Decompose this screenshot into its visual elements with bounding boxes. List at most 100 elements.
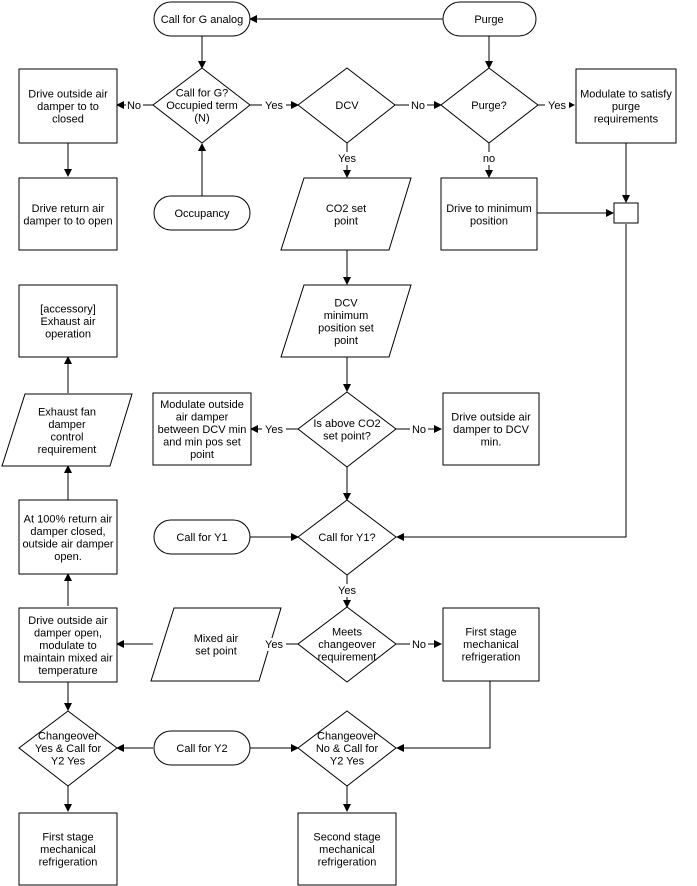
label-line: Occupied term [166,100,238,112]
label-line: damper to to open [23,215,112,227]
label-line: Call for Y2 [176,743,227,755]
label-line: Second stage [313,832,380,844]
edge-label-no-left: No [127,100,141,112]
process-drive-oa-open [18,607,118,683]
label-line: refrigeration [318,857,377,869]
edge-label-yes-dcv: Yes [338,153,356,165]
label-line: First stage [465,627,516,639]
label-occupancy: Occupancy [174,208,230,220]
label-line: air damper [176,412,229,424]
label-line: maintain mixed air [23,653,113,665]
edge-label-yes-purge: Yes [548,100,566,112]
label-line: Call for G analog [161,14,244,26]
edge-label-no-dcv: No [411,100,425,112]
process-drive-return-open [18,177,118,251]
label-line: mechanical [463,639,519,651]
label-line: refrigeration [462,652,521,664]
label-line: damper open, [34,628,102,640]
label-line: Call for G? [176,88,229,100]
label-line: Exhaust fan [38,406,96,418]
decision-meets-changeover [297,606,397,683]
data-dcv-min-position [280,284,412,358]
label-call-y2: Call for Y2 [176,743,227,755]
data-co2-setpoint [280,177,412,251]
label-line: Modulate outside [160,399,244,411]
label-line: operation [45,329,91,341]
label-line: Occupancy [174,208,230,220]
label-line: closed [52,114,84,126]
edge-label-no-purge: no [483,153,495,165]
label-line: Purge? [471,100,506,112]
process-first-stage-bottom [18,812,118,886]
label-line: requirement [318,652,377,664]
process-drive-oa-closed [18,68,118,144]
decision-dcv [297,67,396,144]
junction-box [613,202,639,224]
label-line: Modulate to satisfy [580,89,672,101]
label-line: damper closed, [30,526,105,538]
edge-junction-to-y1q [396,224,627,541]
label-line: point [190,449,214,461]
process-first-stage-right [442,607,540,682]
label-line: control [50,431,83,443]
label-line: open. [54,551,82,563]
label-line: First stage [42,832,93,844]
label-line: between DCV min [158,424,247,436]
process-modulate-dcv-min [152,392,252,466]
label-line: No & Call for [316,743,379,755]
shapes [1,1,677,886]
label-purge: Purge [474,14,503,26]
label-line: position [470,215,508,227]
label-call-y1-q: Call for Y1? [318,532,375,544]
label-line: Call for Y1? [318,532,375,544]
label-line: Exhaust air [40,316,95,328]
label-line: mechanical [319,844,375,856]
terminator-call-y2 [153,730,251,766]
label-line: Is above CO2 [313,418,380,430]
terminator-occupancy [153,195,251,231]
process-drive-oa-dcv-min [442,392,540,466]
label-line: damper [48,419,86,431]
label-call-g-occupied: Call for G?Occupied term(N) [166,88,238,125]
terminator-call-g-analog [153,1,251,37]
decision-purge [440,67,539,144]
edge-label-yes-co2: Yes [265,424,283,436]
label-call-y1: Call for Y1 [176,532,227,544]
label-line: min. [481,437,502,449]
process-at-100 [18,499,118,575]
label-line: Changeover [317,731,377,743]
label-line: set point? [323,430,371,442]
decision-above-co2 [297,391,397,468]
decision-changeover-no [297,710,397,787]
node-labels: Call for G analog Purge Drive outside ai… [22,14,672,869]
decision-call-y1 [297,499,397,576]
label-line: At 100% return air [24,513,113,525]
label-line: Y2 Yes [330,756,365,768]
label-line: Changeover [38,731,98,743]
decision-call-g-occupied [152,67,251,144]
label-line: modulate to [39,640,96,652]
connectors [64,15,630,812]
label-line: point [334,215,358,227]
label-purge-q: Purge? [471,100,506,112]
process-exhaust-operation [18,284,118,358]
label-line: requirement [38,444,97,456]
data-mixed-air [150,607,282,682]
label-line: Mixed air [194,633,239,645]
